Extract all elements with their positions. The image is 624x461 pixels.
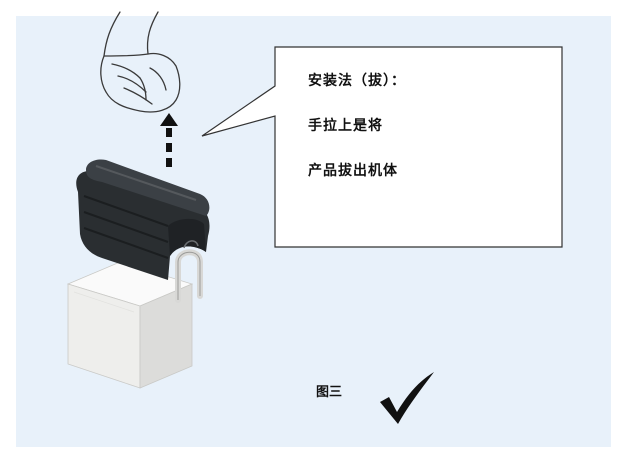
speech-bubble	[201, 46, 563, 248]
callout-text-line-1: 手拉上是将	[308, 118, 383, 134]
figure-caption: 图三	[316, 385, 343, 400]
up-arrow-icon	[160, 113, 178, 167]
callout-text-line-2: 产品拔出机体	[308, 163, 398, 179]
callout-title: 安装法（拔）：	[308, 73, 406, 89]
checkmark-icon	[380, 372, 434, 424]
hand-pulling-icon	[100, 11, 181, 113]
seal-product-image	[66, 159, 210, 389]
